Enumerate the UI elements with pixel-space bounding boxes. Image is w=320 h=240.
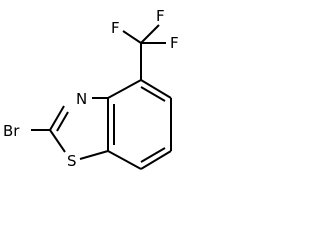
bond-c7-c7a <box>107 150 142 170</box>
atom-label-n: N <box>76 90 87 108</box>
bond-c6-c7-inner <box>140 147 166 163</box>
bond-s-c7a <box>79 150 109 160</box>
atom-label-s: S <box>67 152 77 170</box>
bond-cf3-f-top-right <box>140 24 160 44</box>
bond-c3a-c4 <box>107 79 142 99</box>
bond-c4-c5-inner <box>140 86 166 102</box>
atom-label-f-top-left: F <box>111 19 120 37</box>
bond-c6-c7 <box>140 150 172 170</box>
bond-c2-n-inner <box>56 111 69 132</box>
bond-cf3-f-top-left <box>122 30 142 44</box>
bond-layer <box>31 24 172 170</box>
atom-label-f-top-right: F <box>156 7 165 25</box>
bond-c2-n <box>49 105 65 131</box>
bond-c2-s <box>49 129 66 153</box>
atom-label-f-right: F <box>170 34 179 52</box>
bond-c4-c5 <box>140 79 172 99</box>
atom-label-br: Br <box>3 122 20 140</box>
structure-diagram: Br N S F F F <box>3 7 179 170</box>
label-layer: Br N S F F F <box>3 7 179 170</box>
